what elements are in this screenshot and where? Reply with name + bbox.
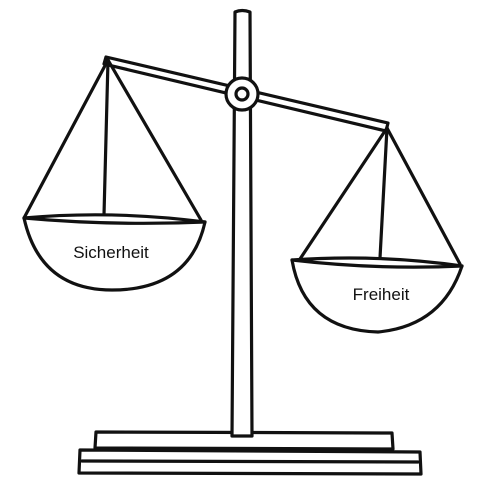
scale-base	[79, 432, 421, 474]
left-pan-label: Sicherheit	[73, 243, 149, 262]
right-pan: Freiheit	[292, 128, 462, 332]
pivot-hub	[226, 78, 258, 110]
right-pan-label: Freiheit	[353, 285, 410, 304]
scale-post	[232, 11, 252, 437]
left-pan: Sicherheit	[24, 60, 205, 290]
